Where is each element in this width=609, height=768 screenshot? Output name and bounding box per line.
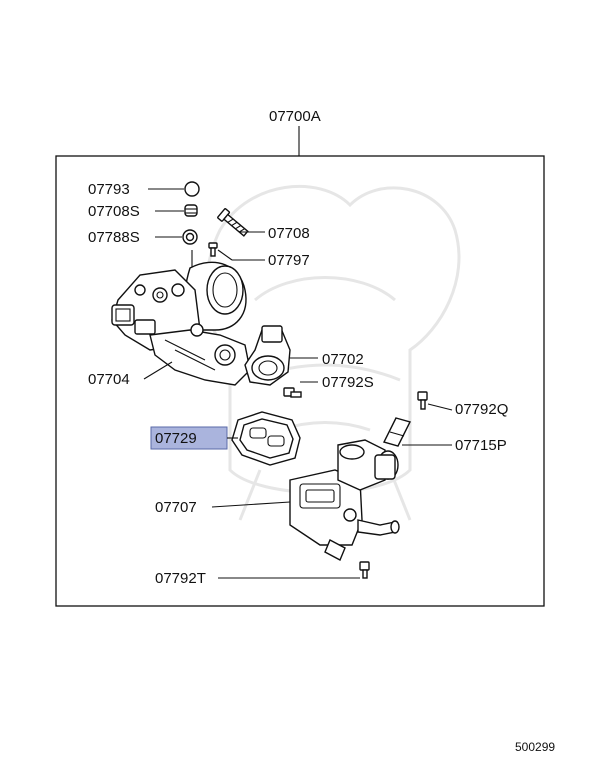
- label-07702[interactable]: 07702: [322, 351, 364, 368]
- label-07797[interactable]: 07797: [268, 252, 310, 269]
- part-07788S-oring: [182, 229, 198, 245]
- part-07707-valve: [289, 439, 400, 561]
- label-07792Q[interactable]: 07792Q: [455, 401, 508, 418]
- figure-number: 500299: [515, 740, 555, 754]
- part-07792S-bolt: [283, 387, 302, 398]
- part-07715P-hose: [382, 417, 412, 447]
- label-07792T[interactable]: 07792T: [155, 570, 206, 587]
- part-07708-screw: [217, 208, 249, 237]
- part-07793-ball: [184, 181, 200, 197]
- label-07792S[interactable]: 07792S: [322, 374, 374, 391]
- label-07708S[interactable]: 07708S: [88, 203, 140, 220]
- label-07707[interactable]: 07707: [155, 499, 197, 516]
- label-07708[interactable]: 07708: [268, 225, 310, 242]
- part-07702-sensor: [244, 325, 291, 386]
- part-07729-gasket: [231, 411, 301, 466]
- label-07788S[interactable]: 07788S: [88, 229, 140, 246]
- part-07797-screw: [208, 242, 218, 257]
- label-07715P[interactable]: 07715P: [455, 437, 507, 454]
- label-07793[interactable]: 07793: [88, 181, 130, 198]
- part-07708S-plug: [184, 204, 198, 217]
- label-07729[interactable]: 07729: [155, 430, 197, 447]
- part-07792Q-bolt: [417, 391, 428, 410]
- assembly-label: 07700A: [269, 108, 321, 125]
- part-07704-throttle-body: [111, 261, 251, 386]
- assembly-frame: [55, 155, 545, 607]
- part-07792T-bolt: [359, 561, 370, 579]
- label-07704[interactable]: 07704: [88, 371, 130, 388]
